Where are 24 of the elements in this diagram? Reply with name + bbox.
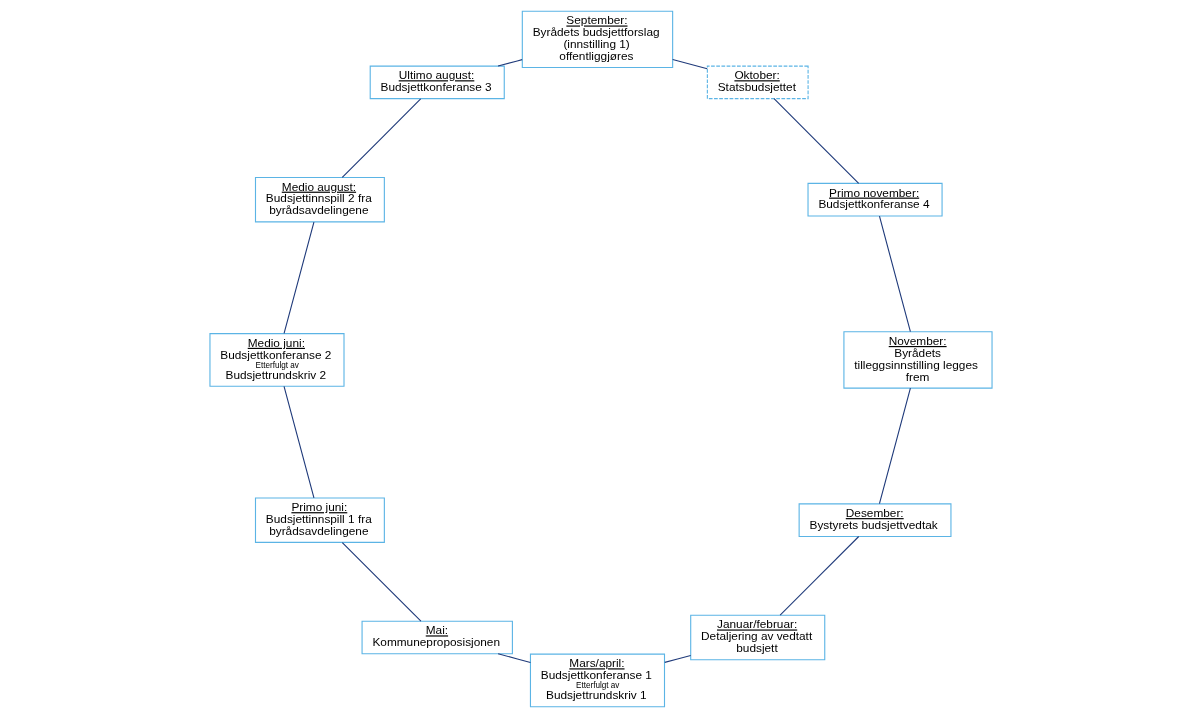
connector (341, 98, 421, 178)
node-box: Mars/april: Budsjettkonferanse 1 Etterfulgt av Budsjettrundskriv 1 (529, 653, 665, 708)
connector (779, 535, 859, 616)
connector (283, 221, 314, 334)
node-box: September: Byrådets budsjettforslag (innstilling 1) offentliggjøres (521, 10, 673, 69)
node-box: Desember: Bystyrets budsjettvedtak (798, 503, 951, 538)
node-box: Mai: Kommuneproposisjonen (361, 620, 513, 655)
connector (878, 387, 911, 505)
connector (878, 215, 911, 333)
connector (341, 542, 421, 622)
node-box: Medio juni: Budsjettkonferanse 2 Etterfulgt av Budsjettrundskriv 2 (208, 333, 345, 387)
connector (671, 59, 708, 70)
connector (283, 385, 314, 499)
node-box: Medio august: Budsjettinnspill 2 fra byrådsavdelingene (254, 176, 385, 223)
connector (773, 98, 859, 184)
node-box: Ultimo august: Budsjettkonferanse 3 (369, 65, 505, 100)
connector (497, 653, 531, 664)
node-box: Primo november: Budsjettkonferanse 4 (806, 182, 943, 217)
node-box: Januar/februar: Detaljering av vedtatt budsjett (689, 614, 825, 661)
connector (497, 59, 523, 67)
connector (663, 654, 691, 663)
node-box: November: Byrådets tilleggsinnstilling legges frem (842, 331, 993, 389)
node-box: Primo juni: Budsjettinnspill 1 fra byrådsavdelingene (254, 497, 385, 543)
node-box: Oktober: Statsbudsjettet (706, 65, 809, 100)
